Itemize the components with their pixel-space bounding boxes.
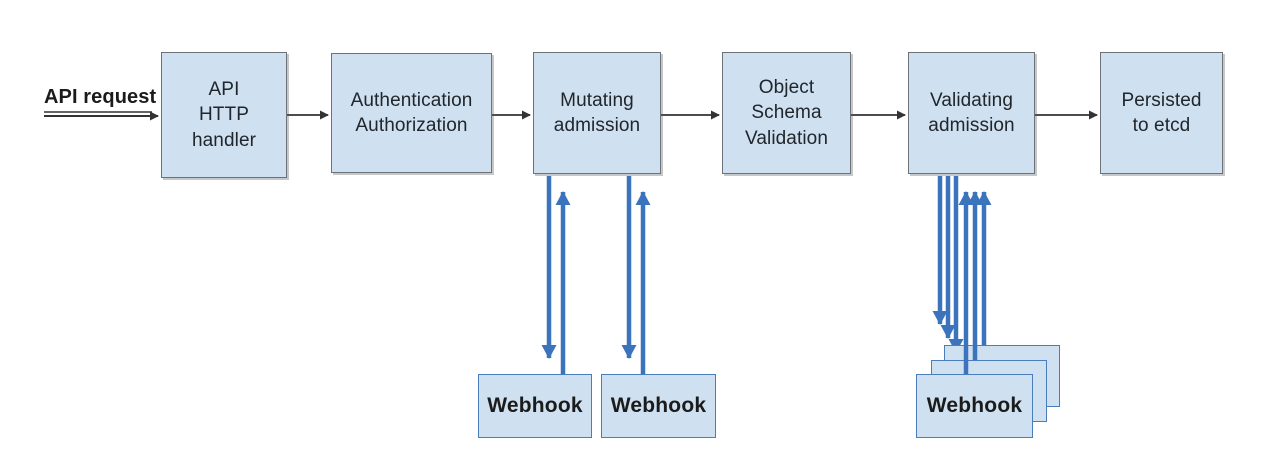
api-request-label: API request xyxy=(44,86,157,108)
node-mutating-admission[interactable]: Mutating admission xyxy=(533,52,661,174)
webhook-box-mutating-2[interactable]: Webhook xyxy=(601,374,716,438)
node-validating-admission[interactable]: Validating admission xyxy=(908,52,1035,174)
webhook-box-mutating-1[interactable]: Webhook xyxy=(478,374,592,438)
webhook-label: Webhook xyxy=(610,394,707,417)
node-authentication-authorization[interactable]: Authentication Authorization xyxy=(331,53,492,173)
node-persisted-to-etcd[interactable]: Persisted to etcd xyxy=(1100,52,1223,174)
webhook-box-validating-front[interactable]: Webhook xyxy=(916,374,1033,438)
node-label: Persisted to etcd xyxy=(1121,89,1202,136)
node-label: Authentication Authorization xyxy=(350,89,473,136)
node-object-schema-validation[interactable]: Object Schema Validation xyxy=(722,52,851,174)
webhook-label: Webhook xyxy=(487,394,583,417)
node-label: API HTTP handler xyxy=(191,78,257,151)
node-label: Validating admission xyxy=(928,89,1015,136)
node-api-http-handler[interactable]: API HTTP handler xyxy=(161,52,287,178)
node-label: Mutating admission xyxy=(553,89,641,136)
node-label: Object Schema Validation xyxy=(744,76,829,149)
webhook-label: Webhook xyxy=(926,394,1023,417)
